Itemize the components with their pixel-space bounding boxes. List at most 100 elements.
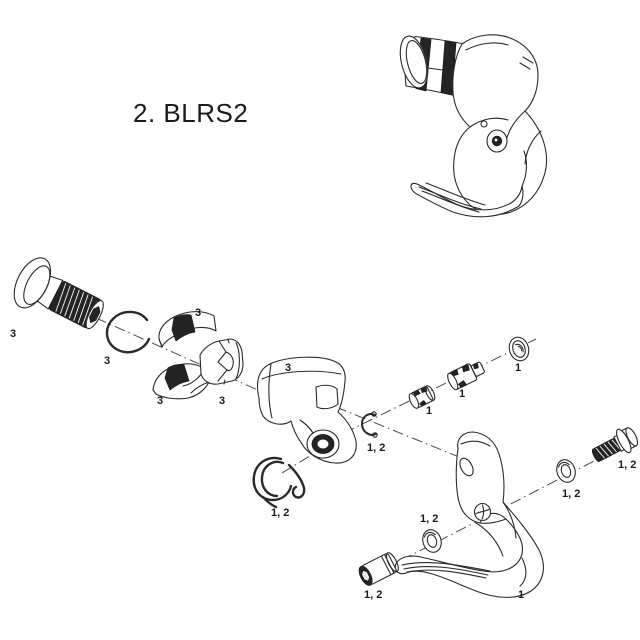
hood-bottom-line bbox=[469, 117, 509, 128]
blade-head-ridge bbox=[460, 440, 491, 447]
blade-contours bbox=[475, 501, 527, 587]
upper-shell-band bbox=[171, 314, 196, 342]
centerline-adjuster-axis bbox=[343, 338, 537, 434]
body-side-line bbox=[524, 130, 542, 165]
clamp-end-cap-face bbox=[405, 39, 428, 85]
blade-cable-hole bbox=[459, 457, 474, 477]
clip-wire bbox=[361, 413, 377, 436]
blade-pivot-cross bbox=[475, 504, 490, 520]
mounting-bolt bbox=[13, 257, 104, 330]
clamp-body bbox=[256, 356, 357, 464]
wedge-body bbox=[199, 338, 244, 385]
assembled-blade-groove-2 bbox=[421, 190, 480, 213]
clamp-body-cable-slot bbox=[315, 384, 339, 410]
callout-pivot-bolt: 1, 2 bbox=[618, 459, 636, 471]
pivot-bolt-head-face bbox=[625, 427, 639, 447]
centerline-clamp-axis bbox=[95, 317, 279, 400]
hood-top-line bbox=[465, 42, 509, 51]
ferrule-end bbox=[408, 393, 420, 409]
blade-head-bottom bbox=[479, 518, 507, 524]
hood-vent-lines bbox=[519, 56, 534, 70]
callout-barrel-nut: 1, 2 bbox=[364, 589, 382, 601]
callout-adjuster-washer: 1 bbox=[515, 362, 521, 374]
thread-hatch bbox=[55, 282, 94, 326]
upper-shell-edge bbox=[158, 338, 163, 348]
callout-expander-wedge: 3 bbox=[219, 395, 225, 407]
wedge-ticks bbox=[223, 338, 240, 385]
centerlines bbox=[95, 317, 634, 580]
ferrule-slots bbox=[412, 386, 428, 407]
washer-outer-wave bbox=[557, 461, 570, 468]
expander-wedge bbox=[199, 338, 244, 385]
pivot-boss-hole bbox=[316, 438, 330, 450]
pivot-washer-outer bbox=[556, 459, 576, 483]
spring-hook bbox=[287, 463, 306, 499]
callout-mounting-bolt: 3 bbox=[10, 328, 16, 340]
callout-lower-shell: 3 bbox=[157, 395, 163, 407]
retaining-clip bbox=[361, 411, 378, 438]
adjuster-washer bbox=[508, 336, 530, 362]
assembled-lever bbox=[399, 34, 548, 218]
callout-pivot-washer-inner: 1, 2 bbox=[420, 513, 438, 525]
callout-upper-shell: 3 bbox=[195, 307, 201, 319]
pivot-cap-center bbox=[491, 135, 503, 147]
callout-lever-blade: 1 bbox=[518, 589, 524, 601]
adjuster-washer-outer bbox=[508, 336, 530, 362]
callout-clamp-body: 3 bbox=[285, 362, 291, 374]
upper-shell bbox=[158, 311, 217, 348]
body-lower-line bbox=[521, 150, 527, 187]
callout-retaining-clip: 1, 2 bbox=[367, 442, 385, 454]
washer-outer-hole bbox=[560, 464, 572, 478]
pivot-washer-inner bbox=[422, 529, 442, 553]
spring-coil-inner bbox=[260, 460, 285, 498]
washer-outer-outer-ring bbox=[556, 459, 576, 483]
lower-shell bbox=[152, 363, 210, 400]
page-title: 2. BLRS2 bbox=[133, 98, 248, 128]
callout-return-spring: 1, 2 bbox=[271, 507, 289, 519]
blade-grip-grooves bbox=[401, 561, 491, 579]
lever-hood-body bbox=[452, 34, 548, 215]
spring-leg bbox=[261, 495, 278, 509]
barrel-nut bbox=[358, 552, 399, 586]
adjuster-end bbox=[447, 372, 459, 391]
snap-ring-wire bbox=[105, 310, 151, 354]
clamp-band-2 bbox=[440, 40, 457, 96]
blade-outline bbox=[394, 431, 544, 598]
ferrule-end-2 bbox=[424, 385, 436, 401]
washer-inner-wave bbox=[423, 531, 436, 538]
hex-socket bbox=[89, 306, 101, 324]
centerline-spring-axis bbox=[281, 450, 319, 474]
adjuster-washer-inner bbox=[512, 340, 526, 358]
wedge-inner-face bbox=[225, 351, 234, 372]
callout-cable-ferrule: 1 bbox=[426, 405, 432, 417]
return-spring bbox=[252, 456, 306, 509]
barrel-nut-hex-socket bbox=[361, 570, 371, 582]
pivot-bolt-hatch bbox=[595, 439, 621, 459]
clamp-body-left-line bbox=[268, 363, 273, 419]
clip-end-top bbox=[371, 411, 377, 417]
washer-inner-hole bbox=[426, 534, 438, 548]
snap-ring bbox=[105, 310, 151, 354]
spring-coil-outer bbox=[252, 456, 293, 502]
adjuster-step bbox=[469, 364, 478, 379]
assembled-blade-groove-1 bbox=[418, 186, 482, 210]
adjuster-slots bbox=[451, 363, 479, 388]
pivot-bolt bbox=[591, 427, 639, 462]
adjuster-washer-spiral bbox=[515, 343, 524, 353]
pivot-bolt-tip bbox=[591, 448, 601, 462]
wedge-notches bbox=[217, 340, 228, 382]
cable-port-detail bbox=[480, 120, 488, 128]
washer-inner-outer-ring bbox=[422, 529, 442, 553]
cable-ferrule bbox=[408, 385, 436, 409]
clip-end-bottom bbox=[372, 432, 378, 438]
centerline-blade-link-axis bbox=[335, 406, 465, 460]
barrel-nut-lip bbox=[385, 552, 399, 573]
lever-blade bbox=[394, 431, 544, 598]
callout-barrel-adjuster: 1 bbox=[459, 388, 465, 400]
barrel-adjuster bbox=[447, 361, 485, 391]
clamp-body-top-line bbox=[261, 370, 342, 380]
callout-pivot-washer-outer: 1, 2 bbox=[562, 488, 580, 500]
lower-shell-band bbox=[164, 364, 190, 391]
